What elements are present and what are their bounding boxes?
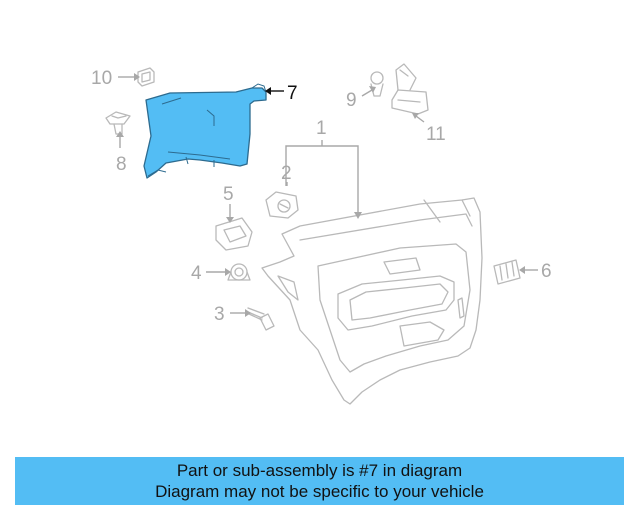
parts-diagram: 10 8 7 9 11 1 2 5 4 3 6 [91,63,552,405]
part-3-screw[interactable] [247,307,275,331]
callout-7: 7 [287,83,298,104]
callout-11: 11 [426,124,446,145]
part-8-push-clip[interactable] [105,111,131,135]
callout-4: 4 [191,263,202,284]
callout-5: 5 [223,184,234,205]
callout-2: 2 [281,163,292,184]
callout-1: 1 [316,118,327,139]
callout-3: 3 [214,304,225,325]
part-1-trim-panel[interactable] [261,197,483,405]
callout-9: 9 [346,90,357,111]
callout-10: 10 [91,68,112,89]
callout-8: 8 [116,154,127,175]
part-5-plate[interactable] [215,217,253,251]
part-11-handle[interactable] [391,63,429,115]
part-4-clip[interactable] [227,263,251,281]
part-10-clip[interactable] [137,67,155,87]
part-6-vent[interactable] [493,259,521,285]
banner-part-line: Part or sub-assembly is #7 in diagram [176,461,463,480]
part-2-bracket[interactable] [265,191,299,219]
part-7-quarter-trim-panel[interactable] [143,83,267,179]
callout-6: 6 [541,261,552,282]
banner-disclaimer-line: Diagram may not be specific to your vehi… [155,482,484,501]
leader-lines [116,73,538,317]
info-banner: Part or sub-assembly is #7 in diagram Di… [15,457,624,505]
